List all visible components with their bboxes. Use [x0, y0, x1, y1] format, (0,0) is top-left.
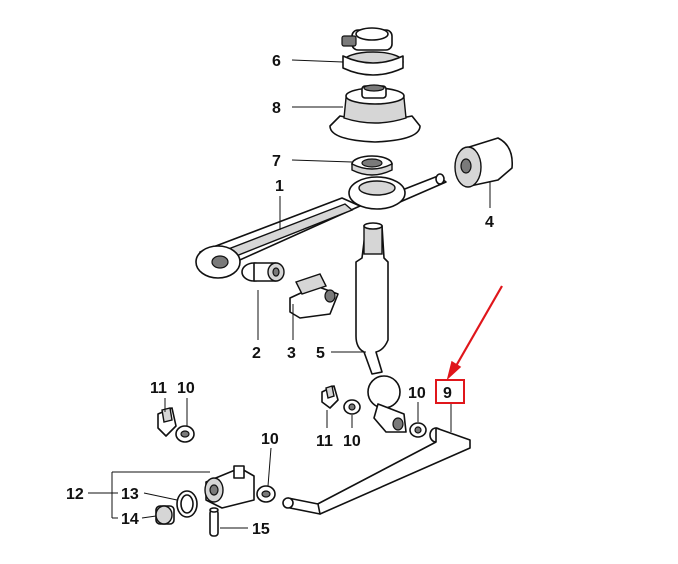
- part-11-clip-middle: [321, 385, 339, 409]
- part-10-washer-lower: [256, 485, 276, 503]
- callout-10-lower: 10: [261, 431, 279, 448]
- part-10-washer-middle: [343, 399, 361, 415]
- part-4-rubber-mount: [454, 137, 514, 188]
- callout-2: 2: [252, 345, 261, 362]
- part-14-bushing: [155, 505, 175, 525]
- callout-6: 6: [272, 53, 281, 70]
- part-5-shift-rod: [355, 222, 407, 433]
- part-8-boot: [329, 84, 421, 143]
- callout-labels: 6 8 7 1 4 2 3 5 11 10 10 9 11 10 10 12 1…: [66, 53, 494, 538]
- part-15-pin: [209, 507, 219, 537]
- callout-11-left: 11: [150, 380, 167, 397]
- callout-14: 14: [121, 511, 139, 528]
- part-3-bracket: [289, 273, 339, 319]
- callout-5: 5: [316, 345, 325, 362]
- part-12-joint: [204, 465, 255, 509]
- callout-3: 3: [287, 345, 296, 362]
- callout-1: 1: [275, 178, 284, 195]
- part-7-ring: [351, 155, 393, 176]
- callout-10-left: 10: [177, 380, 195, 397]
- callout-4: 4: [485, 214, 494, 231]
- highlight-box: [435, 379, 465, 404]
- callout-11-middle: 11: [316, 433, 333, 450]
- part-2-bushing: [241, 262, 285, 282]
- part-6-clamp: [341, 27, 404, 76]
- callout-12: 12: [66, 486, 84, 503]
- part-10-washer-left: [175, 425, 195, 443]
- part-11-clip-left: [157, 407, 177, 437]
- callout-8: 8: [272, 100, 281, 117]
- callout-9: 9: [443, 385, 452, 402]
- callout-10-right: 10: [408, 385, 426, 402]
- callout-13: 13: [121, 486, 139, 503]
- highlight-arrow: [446, 285, 503, 381]
- part-9-selector-rod: [282, 427, 471, 515]
- part-13-ring: [176, 490, 198, 518]
- callout-7: 7: [272, 153, 281, 170]
- part-10-washer-right: [409, 422, 427, 438]
- callout-15: 15: [252, 521, 270, 538]
- leader-lines: [88, 59, 491, 529]
- part-1-shift-arm: [195, 173, 447, 279]
- callout-10-middle: 10: [343, 433, 361, 450]
